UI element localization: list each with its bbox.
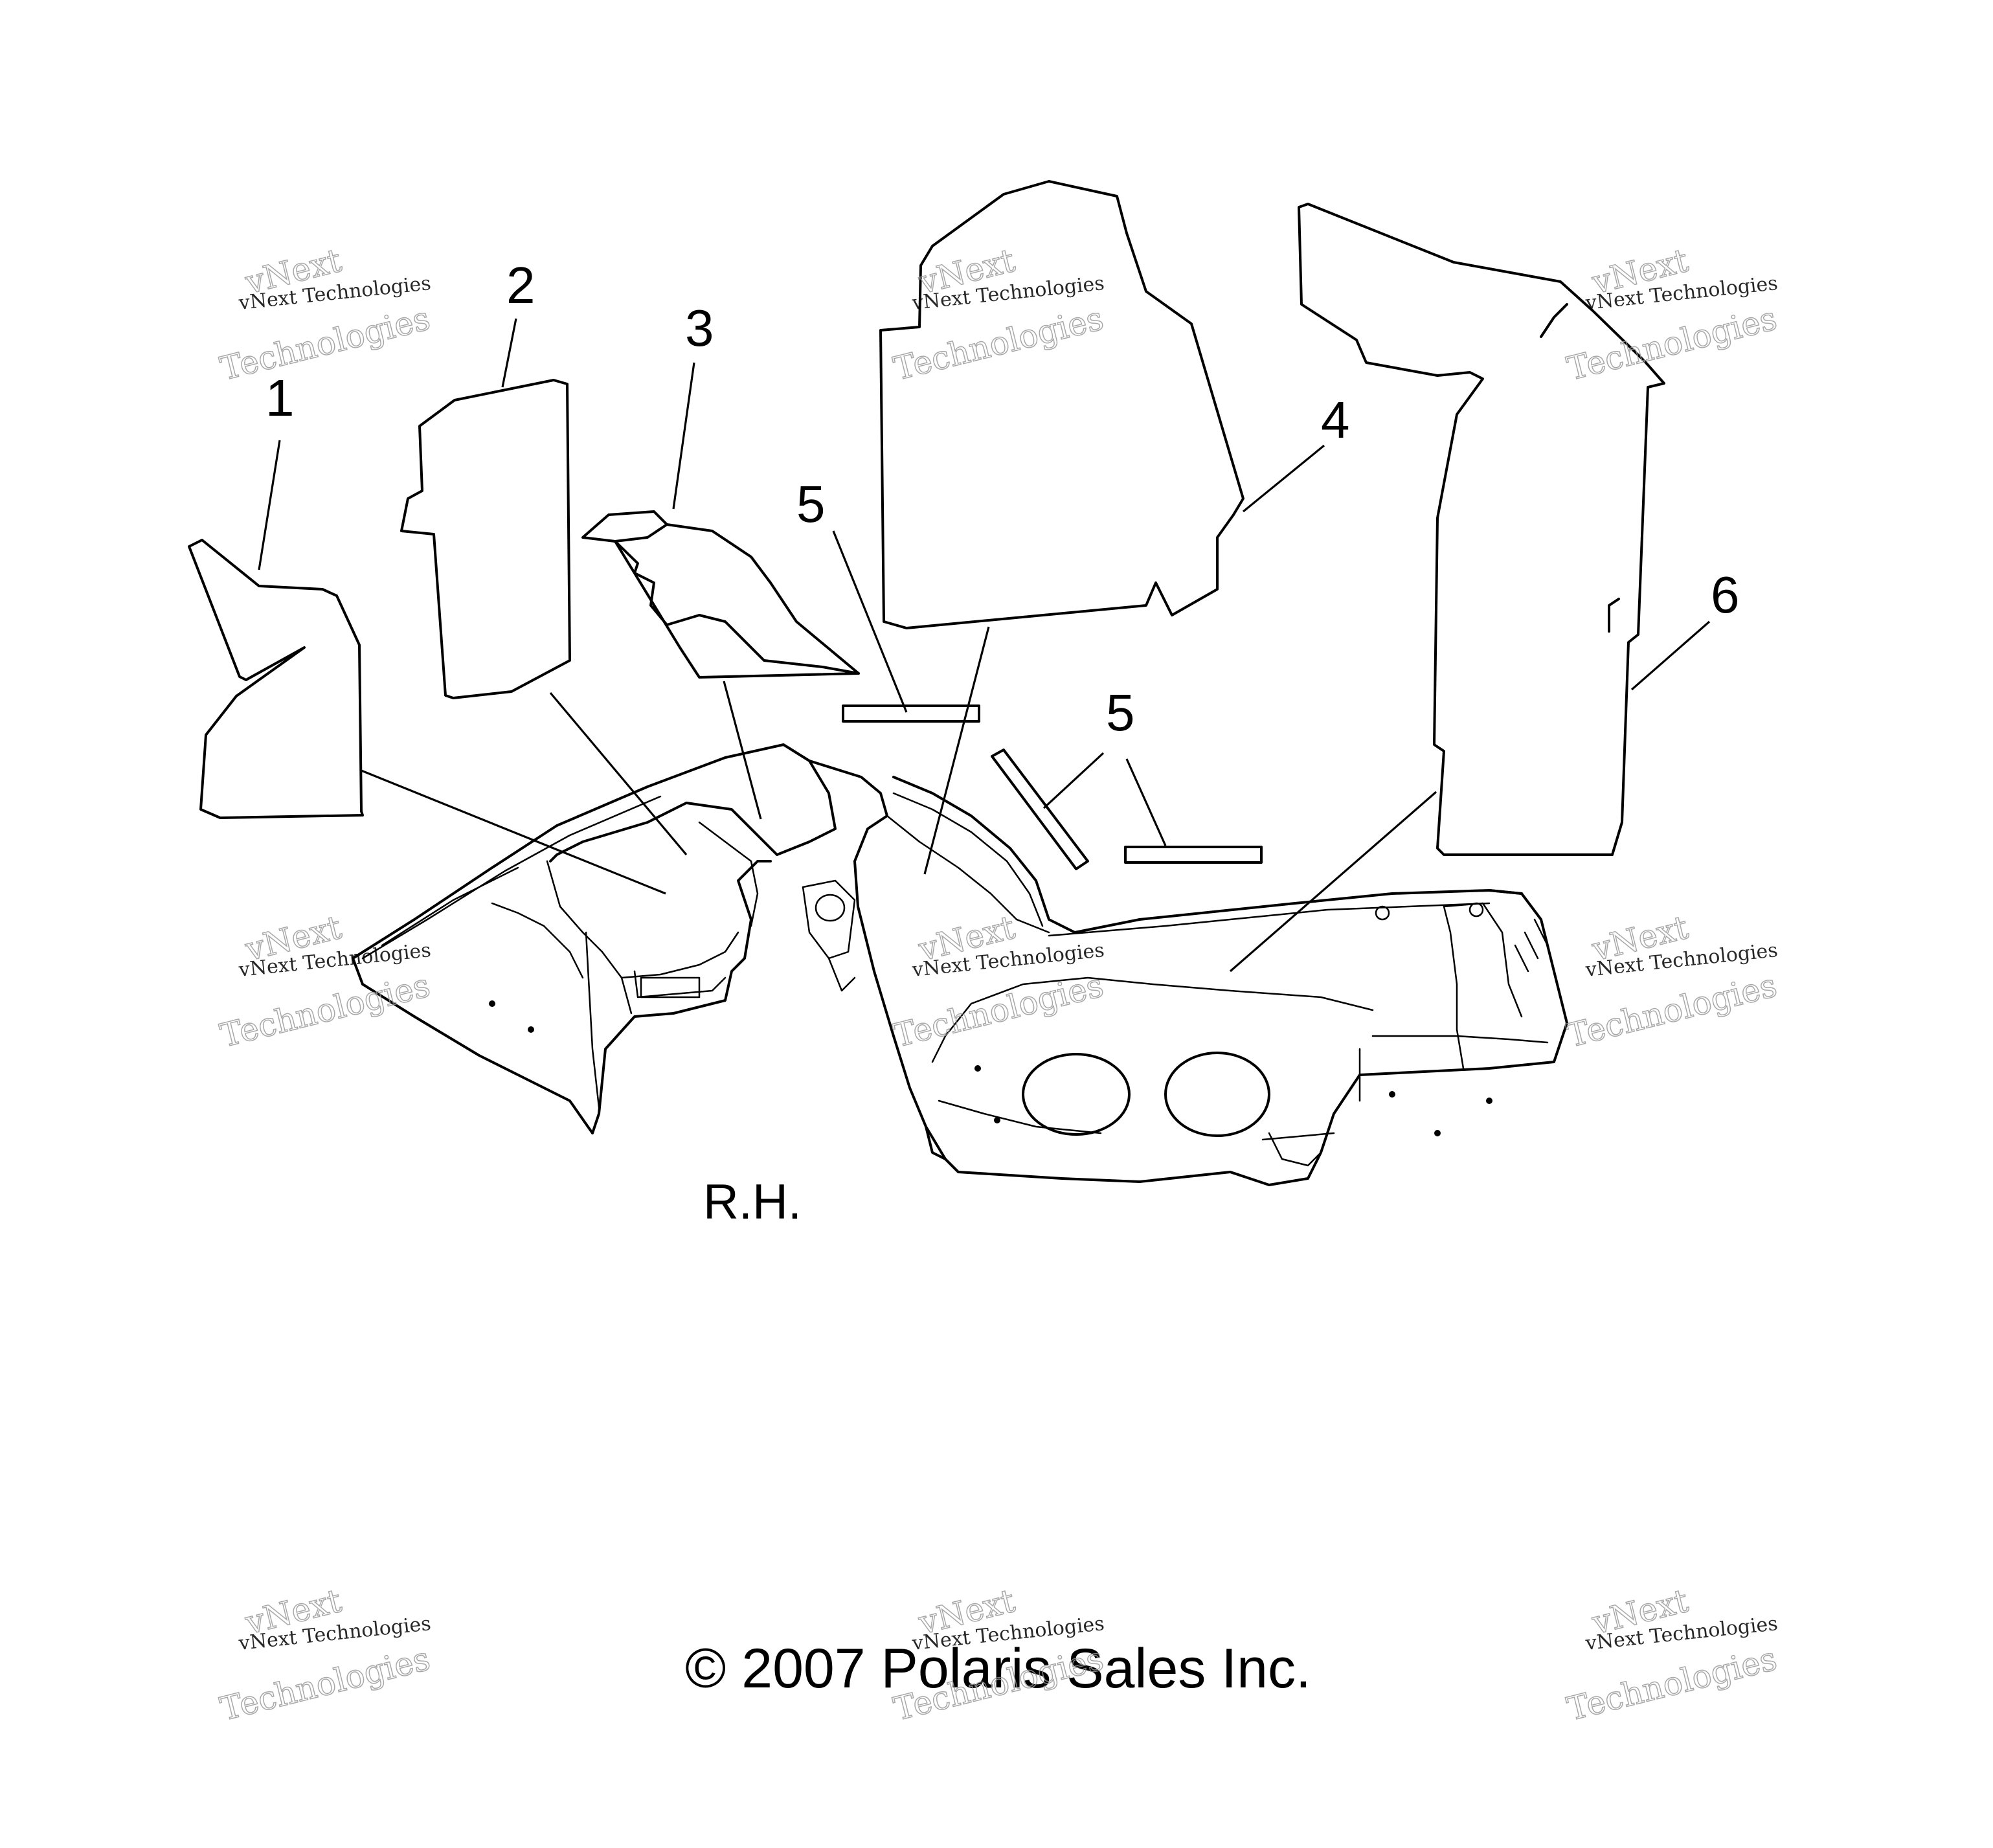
watermark-bottom-left: vNext Technologies vNext Technologies	[216, 1581, 434, 1728]
watermark-top-left: vNext Technologies vNext Technologies	[216, 241, 434, 388]
part-5-strip-lower	[1124, 846, 1263, 864]
callout-1: 1	[265, 369, 295, 427]
watermarks: vNext Technologies vNext Technologies vN…	[216, 241, 1781, 1728]
callout-numbers: 1 2 3 4 5 5 6	[265, 256, 1740, 741]
callout-6: 6	[1711, 566, 1740, 624]
callout-2: 2	[506, 256, 535, 314]
side-label: R.H.	[703, 1175, 802, 1230]
part-5-strip-top	[842, 704, 980, 723]
leader-4	[1242, 444, 1325, 513]
watermark-mid-right: vNext Technologies vNext Technologies	[1563, 908, 1781, 1055]
leader-6-body	[1229, 791, 1437, 973]
callout-4: 4	[1321, 391, 1350, 449]
callout-5-left: 5	[796, 475, 826, 533]
callout-3: 3	[685, 299, 714, 357]
part-3-panel	[581, 510, 860, 679]
copyright-notice: © 2007 Polaris Sales Inc.	[685, 1638, 1311, 1700]
watermark-mid-left: vNext Technologies vNext Technologies	[216, 908, 434, 1055]
leader-5b-1	[1042, 752, 1105, 809]
watermark-top-center: vNext Technologies vNext Technologies	[890, 241, 1108, 388]
leader-3	[672, 362, 695, 510]
fender-body-assembly	[352, 743, 1568, 1186]
part-2-panel	[400, 379, 571, 699]
part-1-panel	[188, 539, 364, 819]
leader-2	[501, 318, 517, 388]
leader-6	[1630, 620, 1711, 691]
watermark-bottom-right: vNext Technologies vNext Technologies	[1563, 1581, 1781, 1728]
leader-4-body	[923, 626, 990, 875]
part-6-panel	[1298, 203, 1665, 856]
watermark-mid-center: vNext Technologies vNext Technologies	[890, 908, 1108, 1055]
part-5-strip-diagonal	[991, 749, 1089, 870]
leader-5a	[832, 530, 908, 713]
leader-5b-2	[1125, 758, 1167, 846]
callout-5-right: 5	[1106, 684, 1135, 741]
leader-3-body	[723, 681, 762, 820]
leader-1	[258, 440, 281, 570]
leader-lines	[258, 318, 1711, 973]
leader-2-body	[549, 692, 688, 856]
part-4-panel	[879, 180, 1244, 629]
leader-1-body	[361, 769, 666, 895]
